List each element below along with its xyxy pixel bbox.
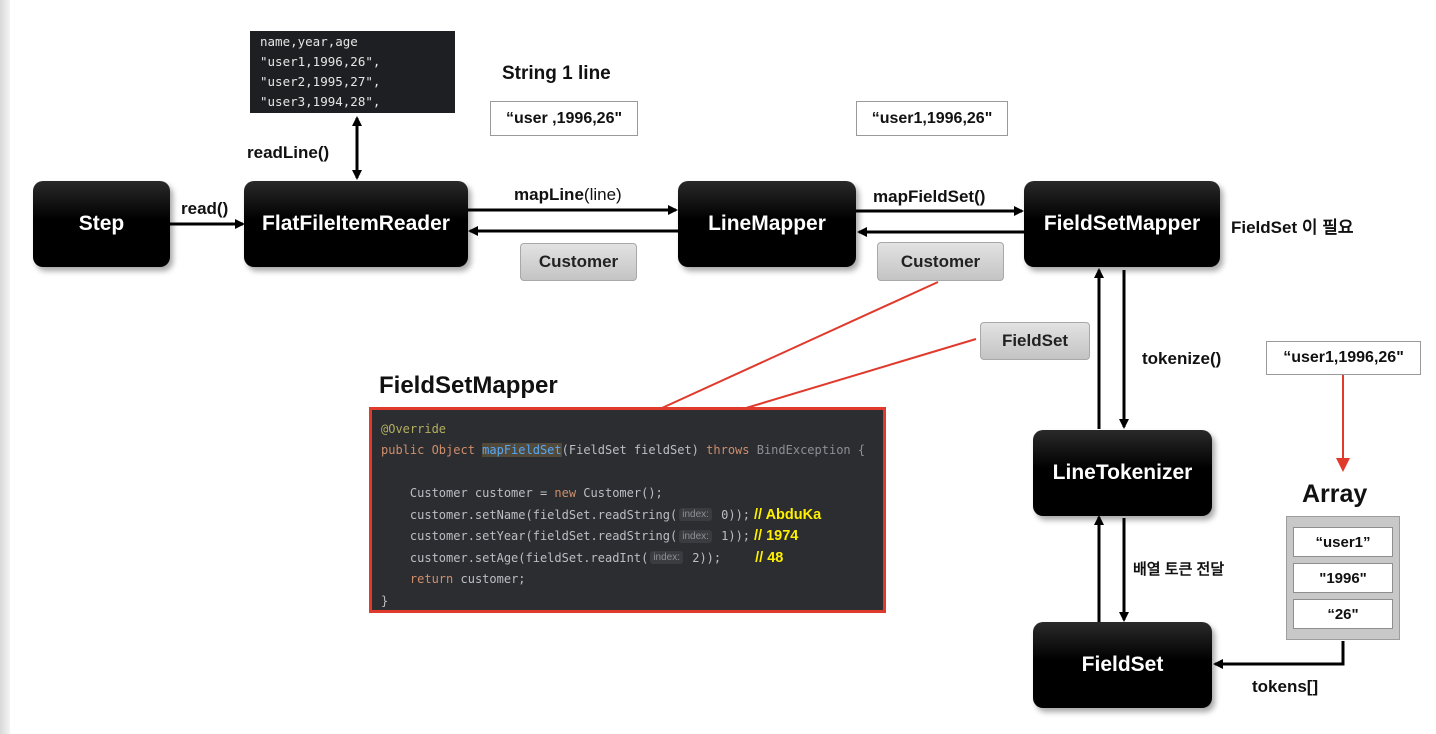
fieldset-mapper-title: FieldSetMapper bbox=[379, 372, 558, 399]
array-cell: "1996" bbox=[1293, 563, 1393, 593]
read-label: read() bbox=[181, 199, 229, 218]
mapfieldset-label: mapFieldSet() bbox=[873, 187, 986, 206]
code-line: customer.setName(fieldSet.readString(ind… bbox=[381, 504, 883, 526]
code-token: Customer(); bbox=[576, 486, 663, 501]
string-line-box: “user1,1996,26" bbox=[1266, 341, 1421, 375]
param-hint: index: bbox=[650, 551, 683, 565]
csv-line: name,year,age bbox=[260, 34, 358, 49]
code-line bbox=[381, 461, 883, 483]
code-line: return customer; bbox=[381, 569, 883, 591]
code-token: return bbox=[409, 572, 454, 587]
code-token: customer.setName(fieldSet.readString( bbox=[381, 507, 678, 522]
customer-tag: Customer bbox=[877, 242, 1004, 281]
code-token: customer; bbox=[453, 572, 526, 587]
arrow-tokens bbox=[1213, 641, 1345, 669]
flat-file-item-reader-node: FlatFileItemReader bbox=[244, 181, 468, 267]
code-token: new bbox=[554, 486, 577, 501]
array-cell: “26" bbox=[1293, 599, 1393, 629]
tokenize-label: tokenize() bbox=[1142, 349, 1222, 368]
fieldset-mapper-code: @Override public Object mapFieldSet(Fiel… bbox=[369, 407, 886, 613]
mapline-method: mapLine bbox=[514, 185, 584, 204]
code-line: customer.setYear(fieldSet.readString(ind… bbox=[381, 526, 883, 548]
code-token: throws bbox=[706, 443, 750, 458]
left-edge-bar bbox=[0, 0, 10, 734]
code-annotation: // 48 bbox=[755, 549, 784, 566]
fieldset-mapper-node: FieldSetMapper bbox=[1024, 181, 1220, 267]
code-line: public Object mapFieldSet(FieldSet field… bbox=[381, 440, 883, 462]
csv-file-preview: name,year,age "user1,1996,26", "user2,19… bbox=[250, 31, 455, 113]
code-token: customer.setAge(fieldSet.readInt( bbox=[381, 550, 649, 565]
string-line-box: “user ,1996,26" bbox=[490, 101, 638, 136]
code-line: customer.setAge(fieldSet.readInt(index: … bbox=[381, 547, 883, 569]
code-token: BindException { bbox=[749, 443, 866, 458]
readline-label: readLine() bbox=[247, 143, 330, 162]
param-hint: index: bbox=[679, 529, 712, 543]
csv-line: "user1,1996,26", bbox=[260, 54, 381, 69]
param-hint: index: bbox=[679, 508, 712, 522]
code-token: customer.setYear(fieldSet.readString( bbox=[381, 529, 678, 544]
string-line-box: “user1,1996,26" bbox=[856, 101, 1008, 136]
tokens-label: tokens[] bbox=[1252, 677, 1319, 696]
code-token: 1)); bbox=[713, 529, 751, 544]
code-annotation: // 1974 bbox=[754, 528, 799, 545]
csv-line: "user3,1994,28", bbox=[260, 94, 381, 109]
code-line: @Override bbox=[381, 421, 447, 436]
mapline-label: mapLine(line) bbox=[514, 185, 622, 205]
array-token-label: 배열 토큰 전달 bbox=[1133, 561, 1225, 578]
array-box: “user1” "1996" “26" bbox=[1286, 516, 1400, 640]
customer-tag: Customer bbox=[520, 243, 637, 281]
fieldset-node: FieldSet bbox=[1033, 622, 1212, 708]
code-token: (FieldSet fieldSet) bbox=[561, 443, 707, 458]
line-mapper-node: LineMapper bbox=[678, 181, 856, 267]
string-one-line-label: String 1 line bbox=[502, 63, 611, 84]
fieldset-tag: FieldSet bbox=[980, 322, 1090, 360]
code-method-highlight: mapFieldSet bbox=[482, 443, 562, 458]
code-line: Customer customer = new Customer(); bbox=[381, 483, 883, 505]
code-token: 0)); bbox=[713, 507, 751, 522]
code-token: 2)); bbox=[685, 550, 722, 565]
code-line: } bbox=[381, 593, 389, 608]
array-title: Array bbox=[1302, 480, 1368, 508]
code-token: public Object bbox=[381, 443, 483, 458]
step-node: Step bbox=[33, 181, 170, 267]
line-tokenizer-node: LineTokenizer bbox=[1033, 430, 1212, 516]
code-token: Customer customer = bbox=[381, 486, 555, 501]
csv-line: "user2,1995,27", bbox=[260, 74, 381, 89]
array-cell: “user1” bbox=[1293, 527, 1393, 557]
code-annotation: // AbduKa bbox=[754, 506, 822, 523]
mapline-args: (line) bbox=[583, 185, 622, 204]
fieldset-needed-label: FieldSet 이 필요 bbox=[1231, 218, 1354, 237]
